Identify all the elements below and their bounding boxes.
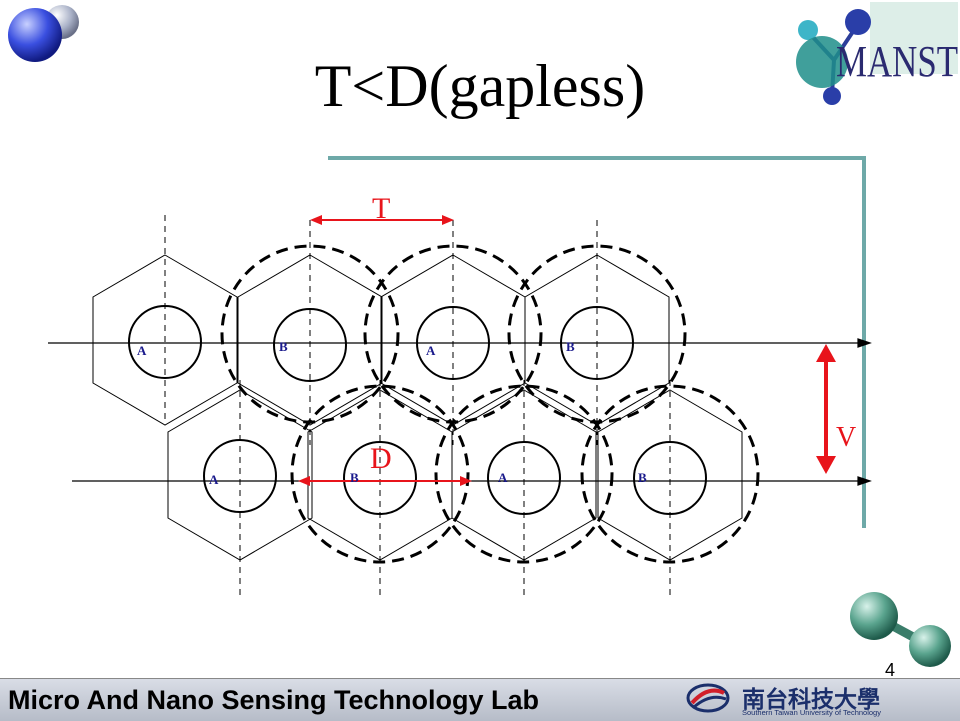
hex-label: B: [350, 470, 359, 485]
hex-label: B: [638, 470, 647, 485]
hex-label: A: [137, 343, 147, 358]
v-label: V: [836, 422, 856, 453]
dashed-circle: [434, 384, 614, 564]
frame-border: [328, 156, 866, 528]
hex-label: A: [209, 472, 219, 487]
dashed-circle: [580, 384, 760, 564]
hexagon: [597, 389, 743, 561]
hexagon: [451, 389, 597, 561]
lab-name: Micro And Nano Sensing Technology Lab: [8, 685, 540, 715]
inner-circle: [560, 306, 634, 380]
inner-circle: [416, 306, 490, 380]
inner-circle: [343, 441, 417, 515]
t-dimension-arrow: [310, 215, 454, 225]
university-logo-icon: [686, 683, 730, 713]
d-label: D: [370, 442, 392, 475]
inner-circle: [273, 308, 347, 382]
dashed-circle: [507, 244, 687, 424]
hex-label: A: [426, 343, 436, 358]
manst-logo: MANST: [796, 2, 958, 105]
university-name: 南台科技大學: [742, 687, 880, 713]
hexagon: [167, 389, 313, 561]
center-lines: [164, 215, 671, 595]
inner-circle: [487, 441, 561, 515]
page-title: T<D(gapless): [314, 53, 646, 119]
hex-label: B: [566, 339, 575, 354]
inner-circle: [203, 439, 277, 513]
dashed-circles: [220, 244, 760, 564]
inner-circle: [633, 441, 707, 515]
footer-bar: Micro And Nano Sensing Technology Lab 南台…: [0, 678, 960, 721]
inner-circle: [128, 305, 202, 379]
hexagon: [92, 254, 238, 426]
molecule-icon: [8, 5, 79, 62]
dashed-circle: [290, 384, 470, 564]
university-subtitle: Southern Taiwan University of Technology: [742, 708, 881, 717]
inner-circles: [128, 305, 707, 515]
hexagon: [237, 254, 383, 426]
v-dimension-arrow: [816, 344, 836, 474]
row-arrows: [48, 338, 872, 486]
manst-logo-text: MANST: [836, 37, 958, 86]
molecule-icon: [850, 592, 951, 667]
t-label: T: [372, 192, 390, 225]
d-dimension-arrow: [298, 476, 472, 486]
page-number: 4: [885, 660, 896, 680]
hex-label: B: [279, 339, 288, 354]
hex-label: A: [498, 470, 508, 485]
